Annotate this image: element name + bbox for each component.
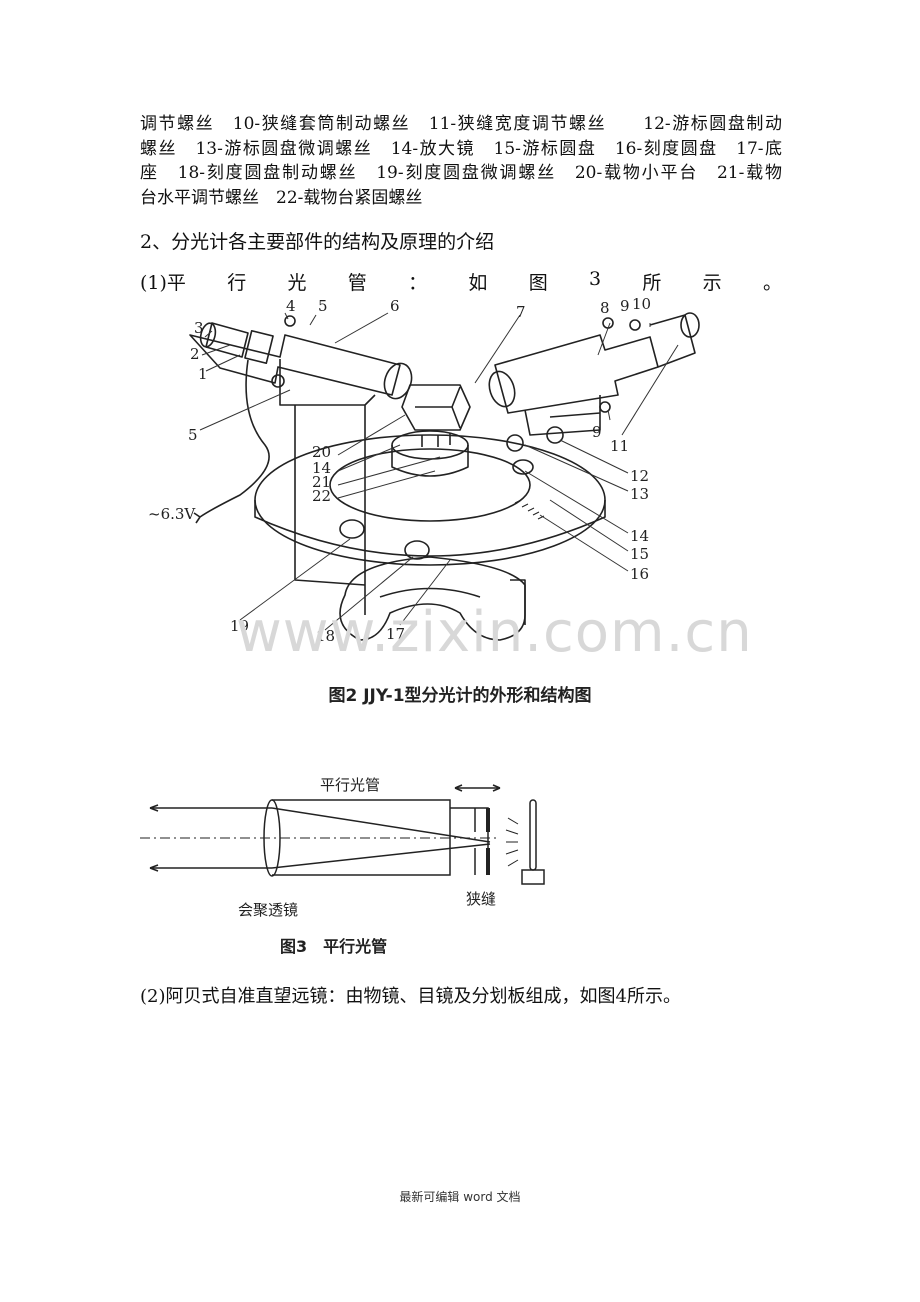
fig2-label-16: 16 xyxy=(630,565,649,583)
fig2-label-6: 6 xyxy=(390,297,400,315)
paragraph-telescope: (2)阿贝式自准直望远镜：由物镜、目镜及分划板组成，如图4所示。 xyxy=(140,986,681,1007)
fig2-label-12: 12 xyxy=(630,467,649,485)
fig2-label-4: 4 xyxy=(286,297,296,315)
heading-part: 示 xyxy=(702,272,722,294)
heading-part: 所 xyxy=(642,272,662,294)
legend-line: 座 18-刻度圆盘制动螺丝 19-刻度圆盘微调螺丝 20-载物小平台 21-载物 xyxy=(140,163,782,183)
figure3-caption: 图3 平行光管 xyxy=(280,937,388,956)
fig2-label-11: 11 xyxy=(610,437,629,455)
fig2-label-10: 10 xyxy=(632,295,651,313)
heading-part: 行 xyxy=(227,272,247,294)
heading-part: 光 xyxy=(287,272,307,294)
heading-part: 3 xyxy=(588,268,602,290)
fig2-label-15: 15 xyxy=(630,545,649,563)
fig2-label-20: 20 xyxy=(312,443,331,461)
fig2-label-18: 18 xyxy=(316,627,335,645)
collimator-figure: 平行光管 会聚透镜 狭缝 xyxy=(140,776,545,919)
slit-label: 狭缝 xyxy=(466,890,496,908)
legend-line: 调节螺丝 10-狭缝套筒制动螺丝 11-狭缝宽度调节螺丝 12-游标圆盘制动 xyxy=(140,114,782,134)
subsection-heading: (1)平 行 光 管 ： 如 图 3 所 示 。 xyxy=(140,268,782,295)
heading-part: 如 xyxy=(468,272,488,294)
fig2-label-8: 8 xyxy=(600,299,610,317)
spectrometer-figure: 1 2 3 4 5 5 6 7 8 9 10 9 11 12 13 14 15 … xyxy=(148,295,700,645)
fig2-label-17: 17 xyxy=(386,625,405,643)
fig2-label-21: 21 xyxy=(312,473,331,491)
fig2-label-1: 1 xyxy=(198,365,208,383)
legend-line: 螺丝 13-游标圆盘微调螺丝 14-放大镜 15-游标圆盘 16-刻度圆盘 17… xyxy=(140,138,782,159)
heading-part: 图 xyxy=(528,272,548,294)
fig2-label-5: 5 xyxy=(318,297,328,315)
fig2-label-9b: 9 xyxy=(592,423,602,441)
fig2-label-5b: 5 xyxy=(188,426,198,444)
heading-part: 。 xyxy=(762,272,782,294)
voltage-label: ~6.3V xyxy=(148,505,196,523)
tube-title: 平行光管 xyxy=(320,776,380,794)
heading-part: ： xyxy=(408,272,428,294)
fig2-label-13: 13 xyxy=(630,485,649,503)
fig2-label-22: 22 xyxy=(312,487,331,505)
lens-label: 会聚透镜 xyxy=(238,901,298,919)
fig2-label-19: 19 xyxy=(230,617,249,635)
legend-line: 台水平调节螺丝 22-载物台紧固螺丝 xyxy=(140,187,423,208)
heading-part: (1)平 xyxy=(140,272,186,294)
parts-legend: 调节螺丝 10-狭缝套筒制动螺丝 11-狭缝宽度调节螺丝 12-游标圆盘制动 螺… xyxy=(140,112,782,210)
fig2-label-3: 3 xyxy=(194,319,204,337)
watermark: www.zixin.com.cn xyxy=(236,600,753,665)
fig2-label-7: 7 xyxy=(516,303,526,321)
fig2-label-9: 9 xyxy=(620,297,630,315)
section-heading: 2、分光计各主要部件的结构及原理的介绍 xyxy=(140,231,495,253)
heading-part: 管 xyxy=(347,272,367,294)
figure2-caption: 图2 JJY-1型分光计的外形和结构图 xyxy=(328,686,592,706)
fig2-label-14b: 14 xyxy=(312,459,331,477)
fig2-label-2: 2 xyxy=(190,345,200,363)
page-footer: 最新可编辑 word 文档 xyxy=(399,1190,521,1204)
fig2-label-14: 14 xyxy=(630,527,649,545)
figure-labels: 1 2 3 4 5 5 6 7 8 9 10 9 11 12 13 14 15 … xyxy=(148,295,651,645)
